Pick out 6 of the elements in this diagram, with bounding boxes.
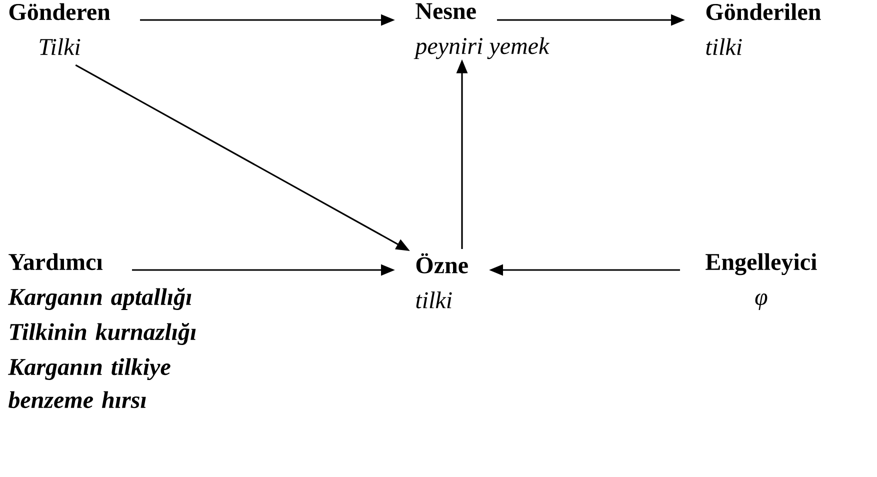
- actant-label: Gönderilen tilki: [706, 3, 821, 56]
- actant-label: Nesne peyniri yemek: [414, 3, 550, 60]
- actant-label: Yardımcı Karganın aptallığı Tilkinin kurnazlığı Karganın tilkiye benzeme hırsı: [8, 253, 196, 408]
- actant-label: Engelleyici φ: [706, 253, 817, 310]
- actant-label: Gönderen Tilki: [9, 3, 110, 55]
- actant-label: Özne tilki: [416, 253, 468, 308]
